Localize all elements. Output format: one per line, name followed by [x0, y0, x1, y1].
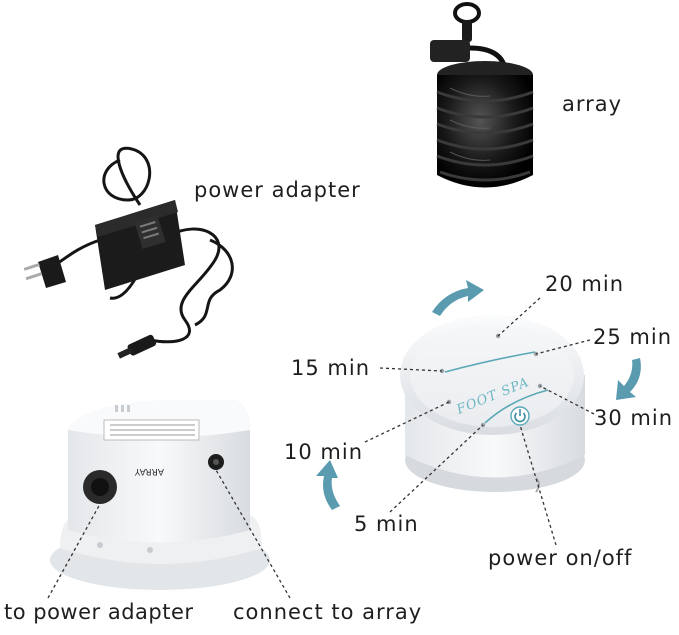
label-array: array [562, 92, 623, 116]
power-adapter [23, 146, 234, 359]
curved-arrow-icon [616, 358, 641, 400]
label-to-power-adapter: to power adapter [4, 600, 194, 624]
label-power-adapter: power adapter [194, 178, 361, 202]
foot-spa-back-view: ARRAY [50, 400, 270, 590]
label-30-min: 30 min [594, 406, 673, 430]
array-port-label: ARRAY [134, 466, 164, 476]
label-10-min: 10 min [284, 440, 363, 464]
power-icon [514, 409, 526, 423]
label-25-min: 25 min [593, 325, 672, 349]
label-20-min: 20 min [545, 272, 624, 296]
curved-arrow-icon [316, 460, 340, 510]
power-button[interactable] [510, 406, 530, 426]
foot-spa-top-view: FOOT SPA [400, 315, 585, 493]
label-connect-to-array: connect to array [233, 600, 423, 624]
label-power-on-off: power on/off [488, 546, 633, 570]
label-15-min: 15 min [291, 356, 370, 380]
array-coil [430, 2, 534, 188]
curved-arrow-icon [432, 280, 484, 316]
label-5-min: 5 min [354, 512, 419, 536]
leader-lines [47, 297, 595, 599]
